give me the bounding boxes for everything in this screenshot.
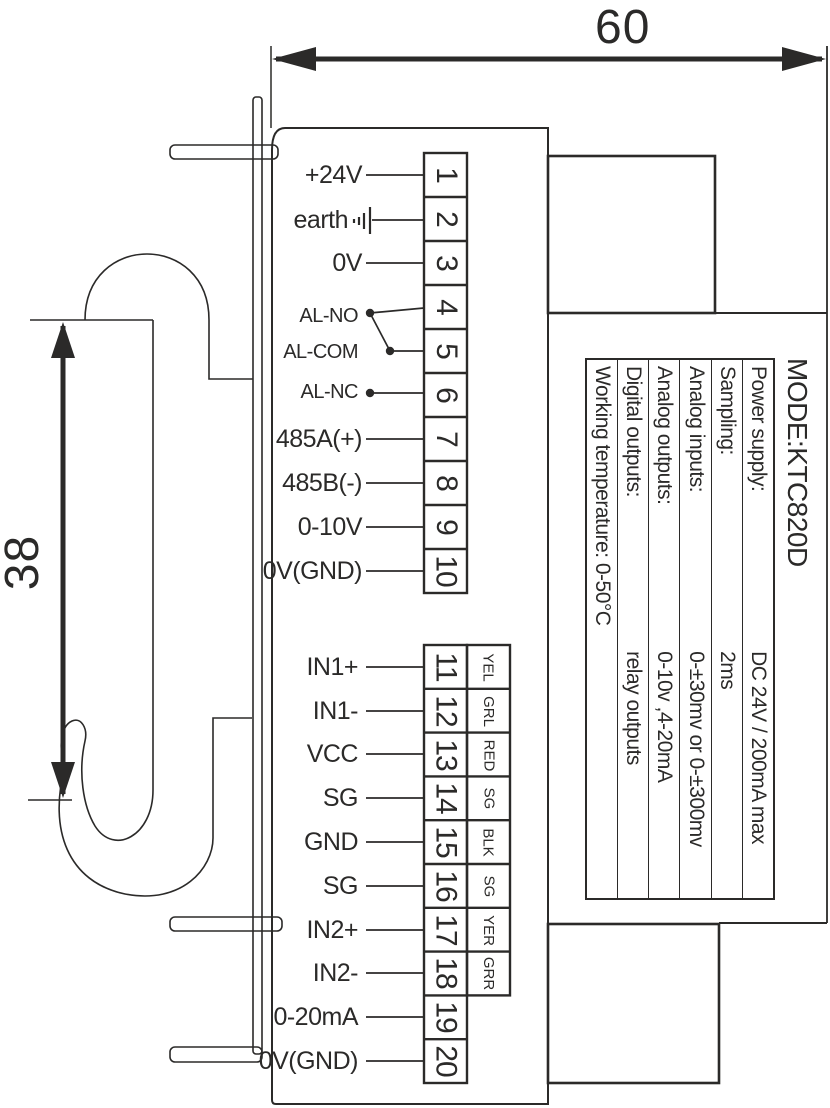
terminal-label-8: 485B(-) — [282, 469, 362, 497]
wire-color-code: SG — [480, 875, 497, 897]
terminal-number: 5 — [429, 343, 463, 359]
terminal-label-17: IN2+ — [306, 916, 358, 944]
terminal-label-13: VCC — [306, 740, 359, 768]
spec-table-box: Power supply: DC 24V / 200mA max Samplin… — [585, 358, 775, 900]
terminal-number: 14 — [429, 782, 463, 814]
terminal-label-11: IN1+ — [306, 653, 358, 681]
terminal-label-16: SG — [322, 872, 359, 900]
terminal-number: 16 — [429, 870, 463, 902]
terminal-label-6: AL-NC — [300, 381, 358, 403]
terminal-label-19: 0-20mA — [273, 1003, 358, 1031]
terminal-label-10: 0V(GND) — [262, 557, 363, 585]
terminal-number: 20 — [429, 1045, 463, 1077]
spec-row-power: Power supply: DC 24V / 200mA max — [746, 366, 770, 845]
wire-color-code: RED — [479, 739, 497, 771]
wires-lower — [366, 666, 424, 1062]
terminal-number: 10 — [429, 555, 463, 587]
terminal-number: 7 — [429, 431, 463, 447]
terminal-label-9: 0-10V — [297, 513, 363, 541]
terminal-number: 17 — [429, 914, 463, 946]
terminal-label-12: IN1- — [312, 697, 359, 725]
terminal-number: 13 — [429, 739, 463, 771]
width-dimension-label: 60 — [595, 1, 651, 54]
terminal-label-7: 485A(+) — [275, 425, 363, 453]
height-dimension-label: 38 — [0, 534, 50, 591]
spec-row-analog-outputs: Analog outputs: 0-10v ,4-20mA — [649, 360, 681, 898]
wire-color-code: SG — [480, 787, 497, 809]
module-body-outline — [271, 46, 828, 1105]
din-rail-clip — [28, 96, 283, 1063]
terminal-label-18: IN2- — [312, 959, 359, 987]
terminal-label-15: GND — [303, 828, 359, 856]
terminal-label-14: SG — [322, 784, 359, 812]
wire-color-code: GRR — [480, 956, 497, 990]
height-dimension-arrow — [51, 322, 75, 798]
terminal-number: 12 — [429, 695, 463, 727]
terminal-number: 19 — [429, 1001, 463, 1033]
wires-upper — [366, 174, 424, 572]
wire-color-code: GRL — [480, 695, 497, 727]
terminal-number: 3 — [429, 255, 463, 271]
relay-contact-icon — [365, 307, 425, 398]
terminal-number: 9 — [429, 519, 463, 535]
spec-row-working-temperature: Working temperature: 0-50°C — [586, 360, 619, 898]
wire-color-code: YEL — [479, 652, 497, 682]
terminal-number: 8 — [429, 475, 463, 491]
spec-row-sampling: Sampling: 2ms — [711, 360, 743, 898]
spec-row-digital-outputs: Digital outputs: relay outputs — [618, 360, 650, 898]
terminal-strip-1-10 — [422, 151, 469, 595]
wire-color-code: BLK — [479, 827, 497, 857]
terminal-number: 2 — [429, 211, 463, 227]
earth-ground-icon — [352, 207, 372, 234]
terminal-label-1: +24V — [304, 161, 363, 189]
terminal-strip-11-20 — [422, 643, 512, 1085]
terminal-label-5: AL-COM — [283, 341, 358, 363]
terminal-label-20: 0V(GND) — [258, 1047, 359, 1075]
spec-table: MODE:KTC820D Power supply: DC 24V / 200m… — [585, 358, 820, 900]
terminal-number: 15 — [429, 826, 463, 858]
terminal-number: 18 — [429, 957, 463, 989]
terminal-number: 4 — [429, 299, 463, 315]
spec-row-analog-inputs: Analog inputs: 0-±30mv or 0-±300mv — [680, 360, 712, 898]
wire-color-code: YER — [480, 914, 497, 946]
width-dimension-arrow — [270, 46, 826, 128]
terminal-label-3: 0V — [332, 249, 362, 277]
terminal-number: 11 — [429, 652, 463, 682]
model-title: MODE:KTC820D — [782, 358, 813, 567]
terminal-label-2: earth — [293, 206, 349, 234]
terminal-number: 1 — [429, 167, 463, 183]
terminal-label-4: AL-NO — [299, 305, 358, 327]
terminal-number: 6 — [429, 387, 463, 403]
